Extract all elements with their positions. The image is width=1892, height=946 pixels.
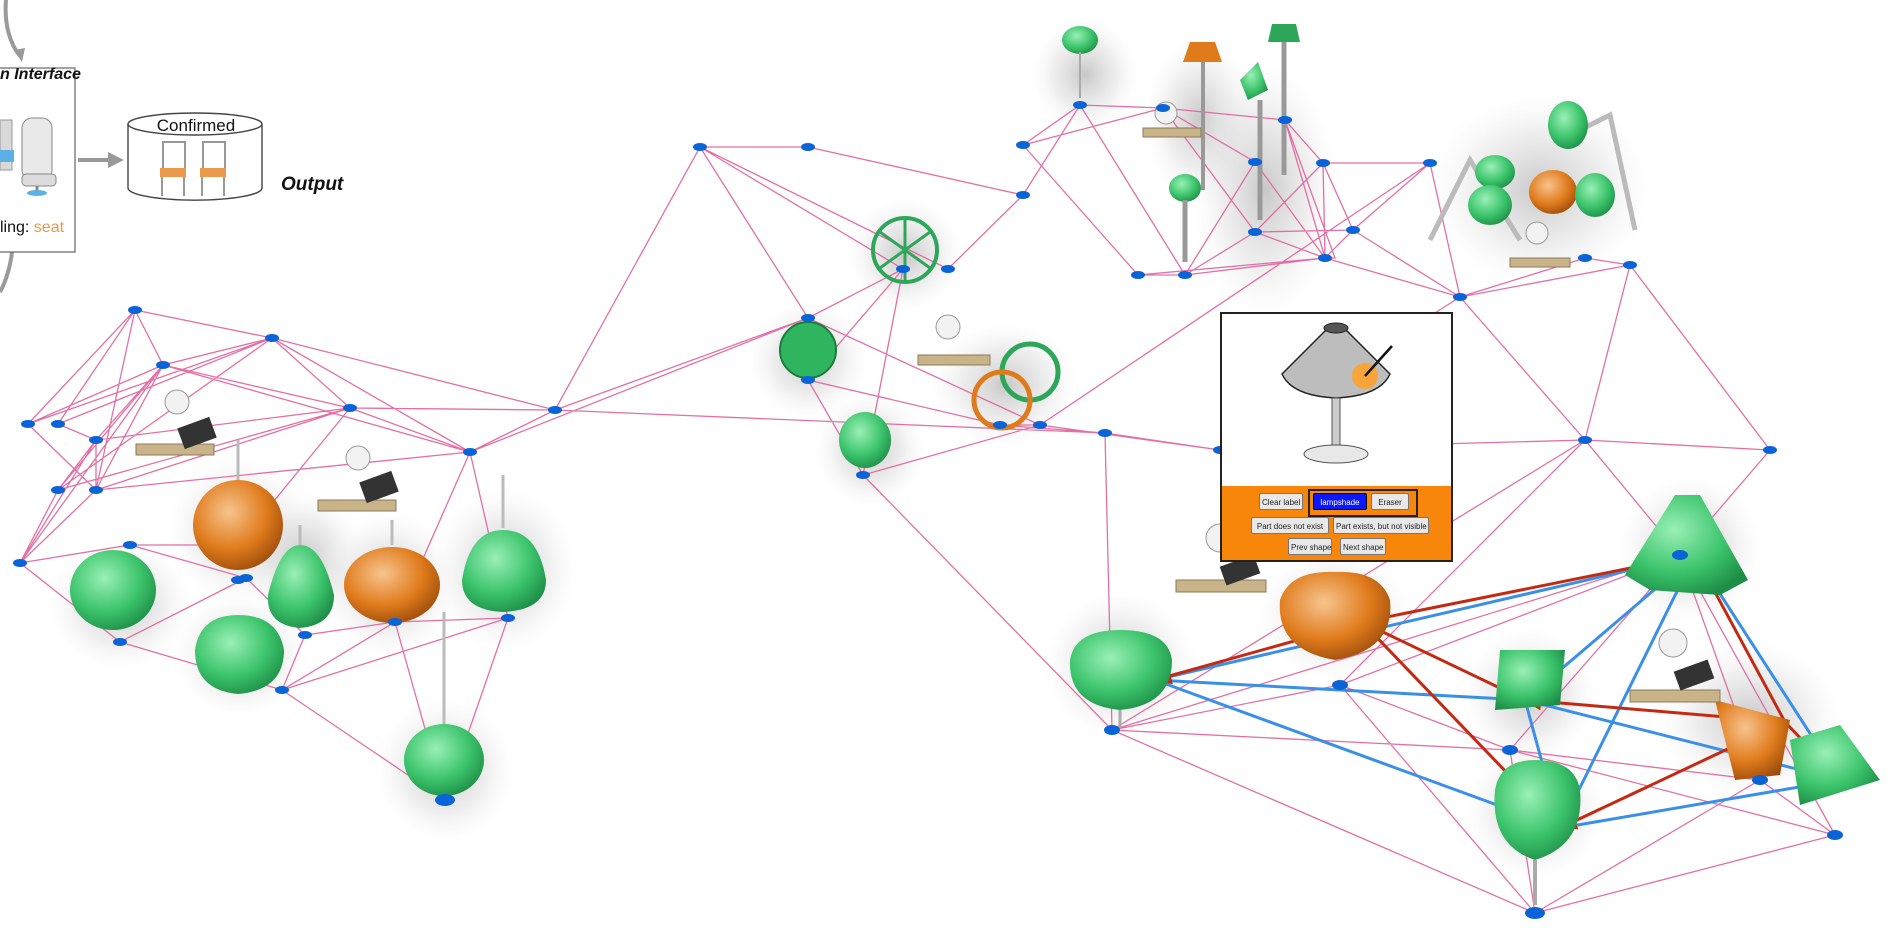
output-label: Output (281, 174, 344, 195)
part-not-visible-button[interactable]: Part exists, but not visible (1333, 517, 1429, 534)
chair-thumbnail-1 (0, 119, 14, 171)
orange-lamp (193, 480, 283, 570)
labeling-caption: ling: seat (0, 219, 64, 237)
green-lamp (1062, 26, 1098, 54)
chair-thumbnail-2 (21, 117, 57, 196)
green-lamp (195, 615, 284, 694)
desk-lamp-cluster (1427, 101, 1638, 242)
confirmed-chair-2 (200, 141, 226, 196)
green-lamp (1494, 760, 1581, 860)
loop-arrow-bottom (0, 251, 14, 293)
lampshade-preview (1281, 322, 1393, 464)
green-lamp (70, 550, 156, 630)
orange-lamp (1183, 42, 1222, 62)
green-lamp (462, 530, 546, 612)
worker-at-desk (1629, 628, 1721, 703)
worker-at-desk (917, 314, 991, 366)
green-lamp (1475, 155, 1515, 189)
green-lamp (1548, 101, 1588, 149)
confirmed-chair-1 (160, 141, 186, 196)
labeling-popup: Clear label lampshade Eraser Part does n… (1220, 312, 1453, 562)
worker-at-desk (317, 445, 399, 512)
orange-lamp (1529, 170, 1577, 214)
lampshade-label-button[interactable]: lampshade (1313, 493, 1367, 510)
interface-title: n Interface (0, 66, 81, 83)
green-lamp (1468, 185, 1512, 225)
label-selector-group (1308, 489, 1418, 517)
confirmed-label: Confirmed (156, 116, 236, 135)
clear-label-button[interactable]: Clear label (1259, 493, 1303, 510)
left-cluster-shapes (70, 440, 546, 796)
green-lamp (267, 545, 334, 628)
orange-lamp (344, 547, 440, 623)
prev-shape-button[interactable]: Prev shape (1288, 538, 1332, 555)
labeling-prefix: ling: (0, 219, 34, 236)
loop-arrow-top (3, 0, 22, 58)
eraser-button[interactable]: Eraser (1371, 493, 1409, 510)
green-lamp (1790, 725, 1880, 805)
green-lamp (1169, 174, 1201, 202)
next-shape-button[interactable]: Next shape (1340, 538, 1386, 555)
green-lamp (1495, 650, 1565, 710)
middle-cluster-shapes (779, 216, 1061, 468)
green-lamp (1069, 630, 1172, 710)
pipeline-header (0, 0, 263, 293)
green-lamp (1625, 495, 1748, 595)
orange-lamp (1715, 700, 1790, 780)
bottom-right-shapes (1069, 495, 1880, 905)
part-not-exist-button[interactable]: Part does not exist (1251, 517, 1329, 534)
worker-at-desk (1509, 221, 1571, 268)
green-lamp (1268, 24, 1300, 42)
green-lamp (839, 412, 891, 468)
green-lamp (1240, 62, 1268, 100)
green-lamp (1575, 173, 1615, 217)
wireframe-lamp (779, 321, 837, 379)
graph-nodes (13, 101, 1843, 919)
green-lamp (404, 724, 484, 796)
popup-toolbar: Clear label lampshade Eraser Part does n… (1222, 486, 1451, 560)
confirmed-database (127, 112, 263, 201)
labeling-part: seat (33, 219, 65, 236)
orange-lamp (1279, 571, 1391, 660)
worker-at-desk (135, 389, 217, 456)
worker-figures (135, 101, 1721, 703)
